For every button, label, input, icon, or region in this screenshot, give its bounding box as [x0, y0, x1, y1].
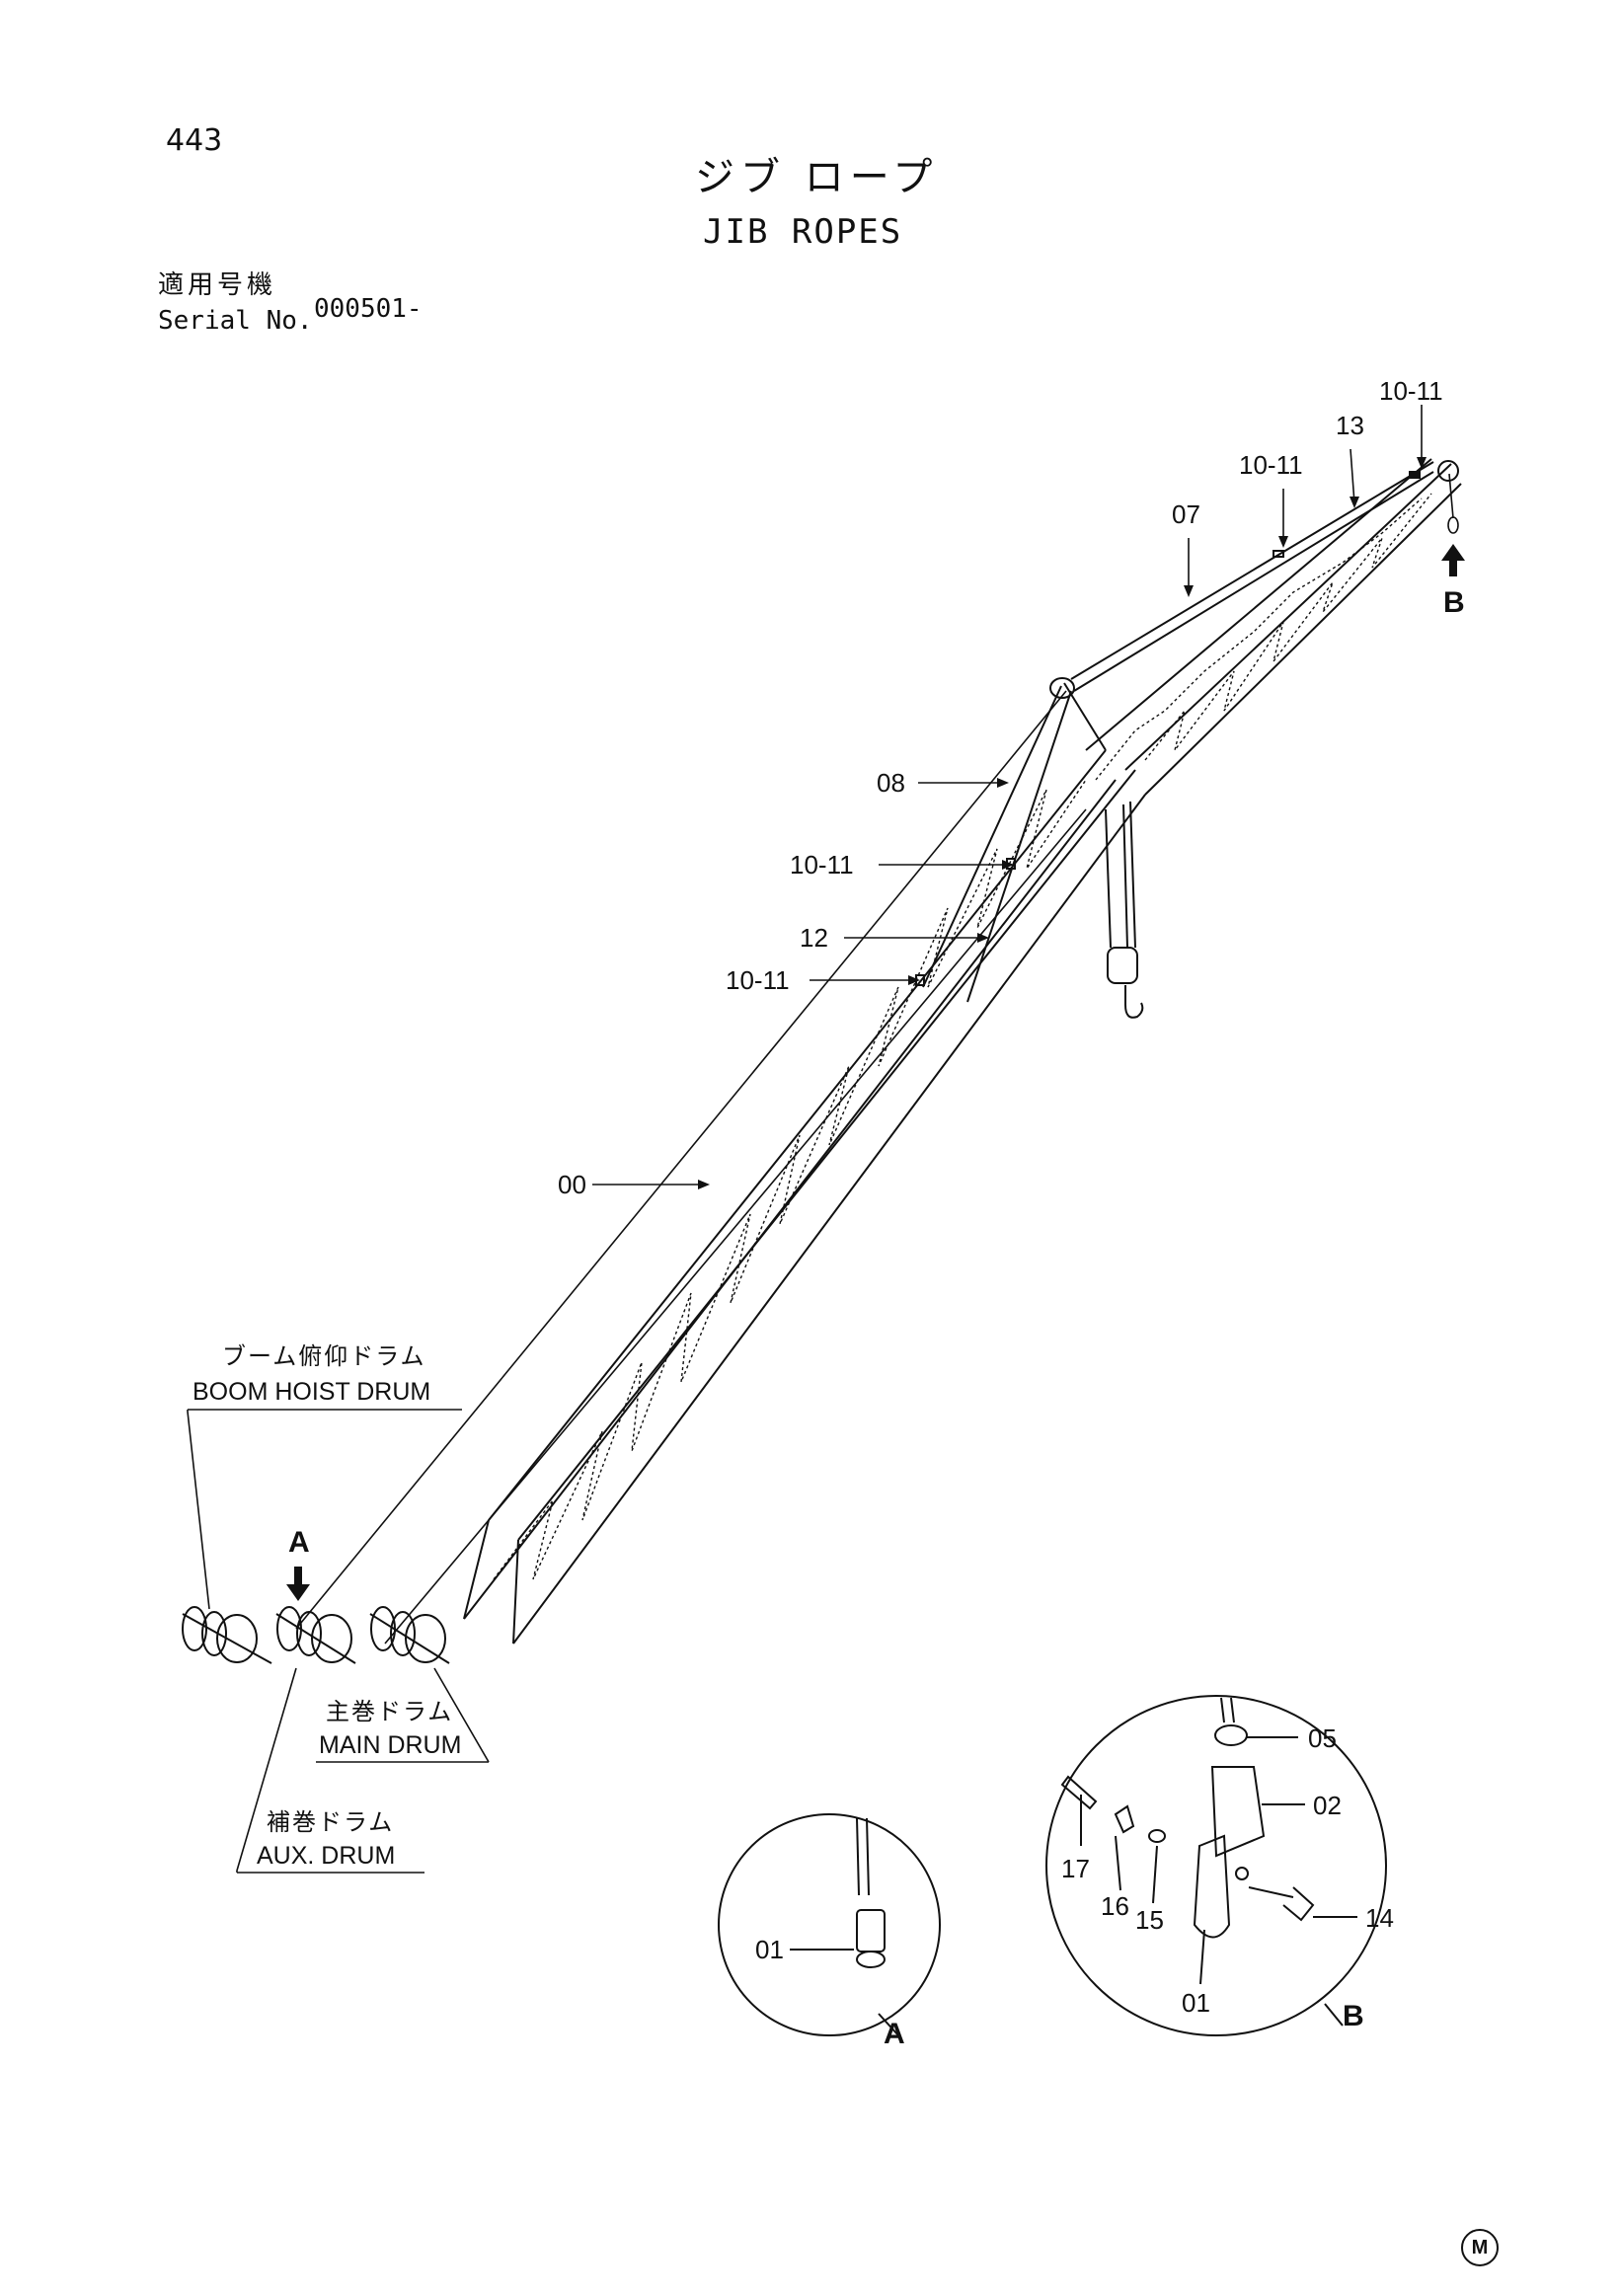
callout-07: 07	[1172, 499, 1200, 529]
detail-b-part-15: 15	[1135, 1905, 1164, 1935]
callout-10-11-c: 10-11	[790, 850, 854, 880]
callout-leaders	[592, 405, 1423, 1186]
callout-12: 12	[800, 923, 828, 953]
detail-a-label: A	[884, 2018, 905, 2050]
callout-00: 00	[558, 1170, 586, 1199]
view-label-b: B	[1443, 586, 1465, 619]
callout-10-11-top: 10-11	[1379, 376, 1443, 406]
boom-lattice	[463, 497, 1423, 1645]
rope-fittings	[915, 471, 1421, 986]
boom-hoist-drum-label-jp: ブーム俯仰ドラム	[222, 1342, 426, 1370]
page-number: 443	[166, 123, 223, 158]
main-drum-label-jp: 主巻ドラム	[326, 1698, 454, 1725]
aux-drum-label-en: AUX. DRUM	[257, 1842, 396, 1870]
callout-10-11-d: 10-11	[726, 965, 790, 995]
serial-number-value: 000501-	[314, 294, 423, 324]
footer-mark: M	[1461, 2229, 1499, 2266]
callout-arrowheads	[698, 457, 1427, 1189]
detail-a-part-01: 01	[755, 1935, 784, 1964]
callout-13: 13	[1336, 411, 1364, 440]
main-drum-label-en: MAIN DRUM	[319, 1731, 462, 1759]
serial-label-japanese: 適用号機	[158, 270, 277, 300]
detail-circle-a	[718, 1813, 941, 2036]
jib-ropes	[295, 473, 1459, 1645]
detail-b-part-17: 17	[1061, 1854, 1090, 1883]
serial-label-english: Serial No.	[158, 306, 313, 336]
detail-circle-b	[1045, 1695, 1387, 2036]
title-japanese: ジブ ロープ	[695, 155, 939, 200]
aux-drum-label-jp: 補巻ドラム	[267, 1808, 395, 1836]
detail-b-part-14: 14	[1365, 1903, 1394, 1933]
drums	[182, 1606, 450, 1664]
callout-08: 08	[877, 768, 905, 798]
view-arrows	[286, 544, 1465, 1601]
boom-hoist-drum-label-en: BOOM HOIST DRUM	[193, 1378, 431, 1406]
title-english: JIB ROPES	[703, 212, 903, 252]
jib-strut	[922, 461, 1434, 1003]
hook-block	[1105, 801, 1144, 1019]
detail-b-part-16: 16	[1101, 1891, 1129, 1921]
detail-b-part-05: 05	[1308, 1723, 1337, 1753]
view-label-a: A	[288, 1526, 310, 1559]
detail-b-part-02: 02	[1313, 1791, 1342, 1820]
callout-10-11-b: 10-11	[1239, 450, 1303, 480]
detail-b-label: B	[1343, 2000, 1364, 2032]
drum-label-leaders	[187, 1409, 490, 1874]
jib-lattice	[1085, 458, 1462, 796]
detail-b-part-01: 01	[1182, 1988, 1210, 2018]
